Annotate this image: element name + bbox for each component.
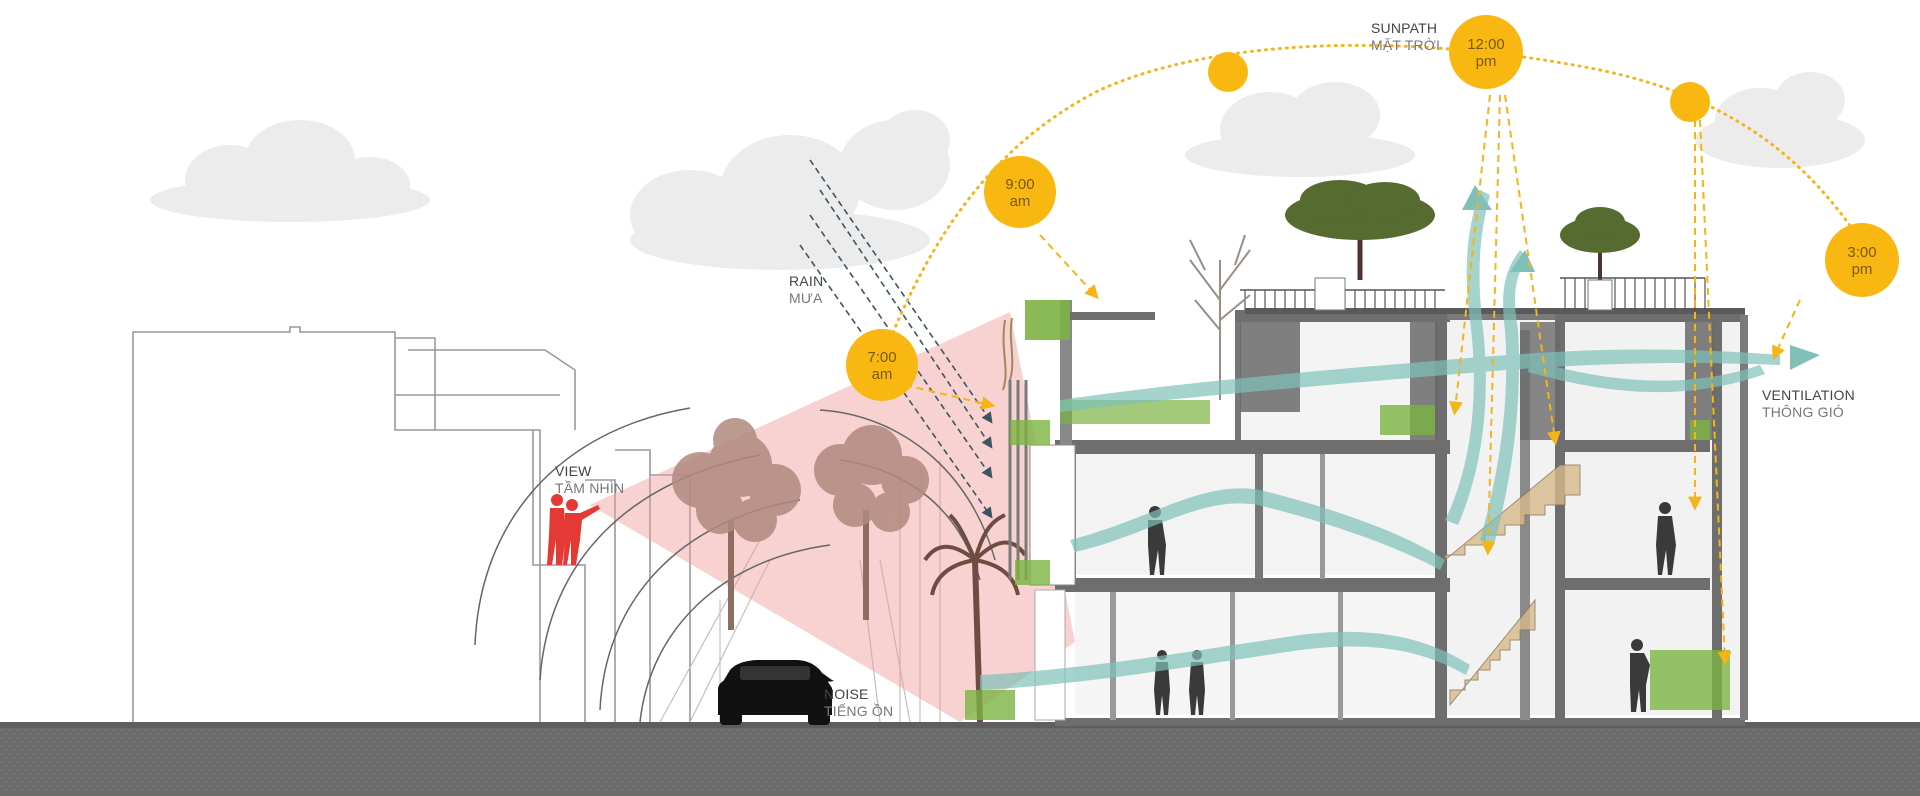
tree-icon xyxy=(1285,180,1435,311)
sun-period: pm xyxy=(1475,53,1497,70)
sun-icon xyxy=(1208,52,1248,92)
label-vi: TIẾNG ỒN xyxy=(824,703,894,719)
sun-icon xyxy=(1670,82,1710,122)
ventilation-arrow-icon xyxy=(1462,185,1820,370)
sun-period: am xyxy=(871,366,893,383)
person-icon xyxy=(1630,639,1650,712)
view-cone xyxy=(590,312,1075,722)
label-sunpath: SUNPATH MẶT TRỜI xyxy=(1371,20,1440,54)
label-view: VIEW TẦM NHÌN xyxy=(555,463,624,497)
ground xyxy=(0,726,1920,796)
car-icon xyxy=(718,660,834,725)
label-vi: MƯA xyxy=(789,290,823,306)
cloud-icon xyxy=(630,110,950,270)
sun-icon xyxy=(984,156,1056,228)
person-icon xyxy=(1656,502,1676,575)
sun-label-3pm: 3:00 pm xyxy=(1822,244,1902,278)
sun-time: 9:00 xyxy=(1005,176,1035,193)
sun-period: pm xyxy=(1851,261,1873,278)
sun-icon xyxy=(846,329,918,401)
sun-period: am xyxy=(1009,193,1031,210)
label-vi: MẶT TRỜI xyxy=(1371,37,1441,53)
tree-icon xyxy=(1560,207,1640,311)
label-vi: TẦM NHÌN xyxy=(555,480,625,496)
rain-lines xyxy=(799,159,993,519)
sun-label-12pm: 12:00 pm xyxy=(1446,36,1526,70)
cloud-icon xyxy=(1185,82,1415,177)
label-rain: RAIN MƯA xyxy=(789,273,823,307)
tree-icon xyxy=(1189,234,1251,400)
person-icon xyxy=(1154,650,1205,715)
tree-icon xyxy=(814,425,929,620)
person-icon xyxy=(547,494,600,565)
sun-icon xyxy=(1449,15,1523,89)
label-vi: THÔNG GIÓ xyxy=(1762,404,1844,420)
label-ventilation: VENTILATION THÔNG GIÓ xyxy=(1762,387,1855,421)
cloud-icon xyxy=(1695,72,1865,168)
label-en: SUNPATH xyxy=(1371,20,1438,36)
sun-time: 12:00 xyxy=(1467,36,1505,53)
label-noise: NOISE TIẾNG ỒN xyxy=(824,686,893,720)
sun-rays xyxy=(904,94,1801,666)
label-en: VENTILATION xyxy=(1762,387,1855,403)
label-en: VIEW xyxy=(555,463,592,479)
cloud-icon xyxy=(150,120,430,222)
sun-time: 7:00 xyxy=(867,349,897,366)
sun-label-7am: 7:00 am xyxy=(842,349,922,383)
sun-label-9am: 9:00 am xyxy=(980,176,1060,210)
label-en: RAIN xyxy=(789,273,824,289)
ventilation-arrow-icon xyxy=(980,190,1780,690)
sun-time: 3:00 xyxy=(1847,244,1877,261)
label-en: NOISE xyxy=(824,686,869,702)
sun-icon xyxy=(1825,223,1899,297)
tree-icon xyxy=(672,418,801,630)
